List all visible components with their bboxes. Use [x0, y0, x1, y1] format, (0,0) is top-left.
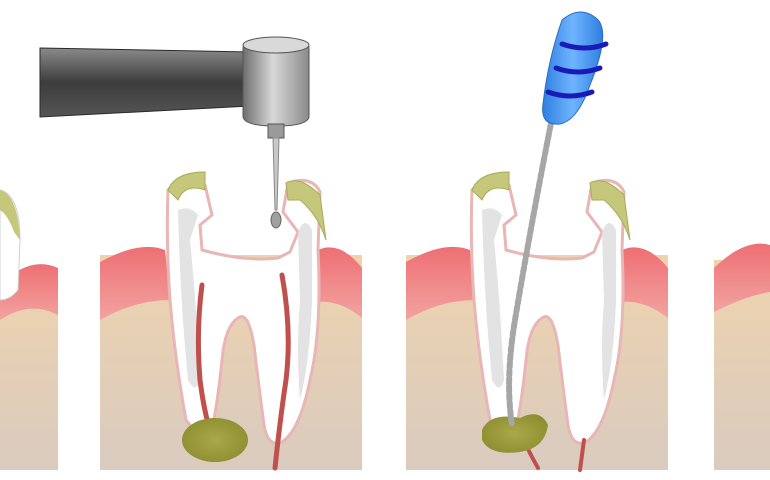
- dentin-layer: [602, 222, 616, 400]
- enamel-cap: [589, 180, 631, 241]
- dentin-layer: [178, 208, 200, 388]
- panel-right-partial: [714, 243, 770, 470]
- dentin-layer: [298, 222, 312, 400]
- file-ring: [553, 65, 603, 75]
- handpiece-body: [39, 47, 251, 118]
- dentin-layer: [482, 208, 504, 388]
- handpiece-head-top: [242, 36, 310, 54]
- gum-tissue: [622, 247, 668, 318]
- enamel-cap: [471, 171, 510, 201]
- panel-drill: [100, 171, 362, 471]
- pulp-canal: [272, 272, 291, 471]
- file-ring: [545, 89, 595, 99]
- enamel-cap: [285, 180, 327, 241]
- gum-tissue: [100, 246, 170, 320]
- tooth-cross-section-icon: [165, 179, 322, 445]
- file-shaft: [506, 115, 555, 428]
- dental-handpiece-icon: [39, 36, 310, 229]
- infection-lesion: [182, 418, 248, 462]
- endodontic-file-icon: [506, 11, 609, 428]
- file-ring: [559, 41, 609, 51]
- enamel-partial: [0, 190, 20, 240]
- pulp-canal: [578, 438, 586, 472]
- panel-left-partial: [0, 189, 58, 470]
- panel-file: [406, 171, 668, 472]
- drill-bur-tip: [270, 211, 282, 229]
- gum-tissue: [318, 247, 362, 318]
- handpiece-chuck: [267, 123, 285, 139]
- enamel-cap: [167, 171, 206, 201]
- infection-lesion: [482, 414, 548, 453]
- gum-tissue: [714, 243, 770, 312]
- drill-bur: [272, 137, 280, 211]
- gum-tissue: [406, 246, 475, 320]
